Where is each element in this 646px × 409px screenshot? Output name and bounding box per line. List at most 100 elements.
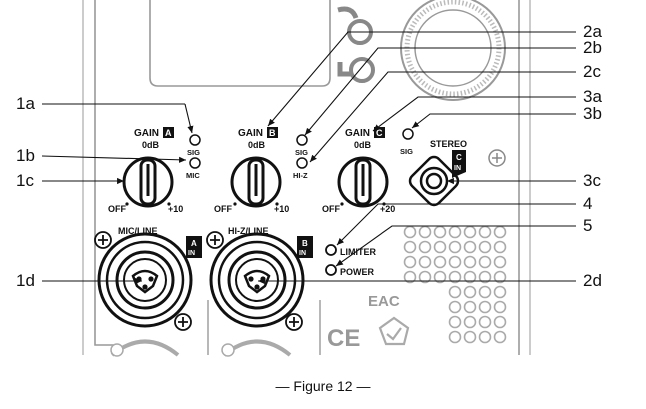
leader-2b — [304, 47, 576, 136]
vent-hole — [463, 285, 477, 299]
gain-c-zero-db: 0dB — [354, 140, 372, 150]
callout-1d: 1d — [16, 271, 35, 290]
vent-hole — [493, 330, 507, 344]
vent-hole — [478, 225, 492, 239]
gain-b-knob[interactable] — [230, 156, 282, 208]
callout-labels: 1a 1b 1c 1d 2a 2b 2c 3a 3b 3c 4 5 2d — [16, 22, 602, 290]
vent-hole — [403, 270, 417, 284]
callout-1b: 1b — [16, 146, 35, 165]
vent-hole — [493, 255, 507, 269]
callout-1c: 1c — [16, 171, 34, 190]
eac-mark: EAC — [368, 293, 400, 310]
input-a-label: MIC/LINE — [118, 226, 158, 236]
gain-a-badge — [163, 127, 174, 138]
channel-c-controls: GAIN C 0dB SIG OFF +20 STEREO C IN — [322, 127, 506, 214]
gain-b-min: OFF — [214, 204, 232, 214]
callout-2a: 2a — [583, 22, 602, 41]
leader-2c — [309, 71, 576, 163]
vent-hole — [448, 300, 462, 314]
sig-a-label: SIG — [187, 148, 200, 157]
vent-hole — [478, 300, 492, 314]
gain-b-label: GAIN — [238, 128, 263, 139]
hi-z-b-label: HI-Z — [293, 171, 308, 180]
vent-hole — [478, 285, 492, 299]
gain-c-min: OFF — [322, 204, 340, 214]
vent-hole — [448, 330, 462, 344]
sig-c-led — [402, 128, 414, 140]
sig-c-label: SIG — [400, 147, 413, 156]
vent-hole — [448, 225, 462, 239]
gain-a-max: +10 — [168, 204, 183, 214]
input-b-label: HI-Z/LINE — [228, 226, 269, 236]
rcm-mark-icon — [378, 316, 410, 346]
input-a-combo-jack[interactable]: MIC/LINE — [97, 226, 193, 328]
callout-leaders — [41, 31, 576, 285]
vent-hole — [478, 240, 492, 254]
vent-hole — [448, 315, 462, 329]
in-a-text: IN — [188, 250, 195, 257]
callout-1a: 1a — [16, 94, 35, 113]
leader-1b — [41, 155, 187, 163]
vent-hole — [463, 240, 477, 254]
stereo-c-jack[interactable] — [407, 154, 461, 208]
gain-a-knob[interactable] — [122, 156, 174, 208]
in-b-badge: B IN — [297, 236, 313, 258]
gain-a-zero-db: 0dB — [142, 140, 160, 150]
vent-hole — [448, 285, 462, 299]
vent-hole — [493, 315, 507, 329]
vent-hole — [433, 270, 447, 284]
gain-b-max: +10 — [274, 204, 289, 214]
vent-hole — [463, 330, 477, 344]
vent-hole — [433, 240, 447, 254]
gain-c-knob[interactable] — [337, 156, 389, 208]
channel-a-controls: GAIN A 0dB SIG MIC OFF +10 — [108, 127, 201, 214]
in-c-letter: C — [456, 153, 462, 162]
in-b-text: IN — [299, 250, 306, 257]
vent-hole — [463, 270, 477, 284]
power-indicator: POWER — [325, 264, 375, 277]
channel-b-controls: GAIN B 0dB SIG HI-Z OFF +10 — [214, 127, 308, 214]
callout-3a: 3a — [583, 87, 602, 106]
vent-hole — [493, 240, 507, 254]
certification-marks: EAC CE — [327, 293, 410, 352]
vent-hole — [463, 300, 477, 314]
in-c-text: IN — [454, 165, 461, 172]
mic-a-led — [189, 157, 201, 169]
input-b-combo-jack[interactable]: HI-Z/LINE — [209, 226, 305, 328]
mic-a-label: MIC — [186, 171, 200, 180]
in-a-letter: A — [191, 239, 197, 248]
screw-icon — [174, 313, 192, 331]
nav-buttons — [337, 6, 375, 83]
callout-3c: 3c — [583, 171, 601, 190]
screw-icon — [285, 313, 303, 331]
in-b-letter: B — [302, 239, 308, 248]
ce-mark: CE — [327, 325, 360, 352]
sig-b-label: SIG — [295, 148, 308, 157]
leader-4 — [336, 203, 576, 246]
gain-b-badge — [267, 127, 278, 138]
gain-a-label: GAIN — [134, 128, 159, 139]
vent-hole — [478, 315, 492, 329]
vent-hole — [448, 270, 462, 284]
vent-hole — [403, 255, 417, 269]
screw-icon — [94, 231, 112, 249]
limiter-led — [325, 244, 337, 256]
power-label: POWER — [340, 267, 375, 277]
vent-hole — [478, 255, 492, 269]
gain-c-badge — [374, 127, 385, 138]
vent-hole — [463, 315, 477, 329]
vent-hole — [448, 255, 462, 269]
rear-panel — [82, 0, 531, 355]
lower-jacks — [110, 339, 292, 357]
gain-c-letter: C — [376, 128, 383, 138]
vent-hole — [403, 240, 417, 254]
vent-hole — [493, 225, 507, 239]
callout-5: 5 — [583, 216, 592, 235]
leader-1a-tip — [184, 103, 194, 134]
in-c-badge: C IN — [452, 150, 466, 178]
vent-hole — [448, 240, 462, 254]
rotary-encoder-icon — [400, 0, 506, 101]
callout-2b: 2b — [583, 38, 602, 57]
callout-4: 4 — [583, 194, 592, 213]
gain-a-letter: A — [165, 128, 172, 138]
